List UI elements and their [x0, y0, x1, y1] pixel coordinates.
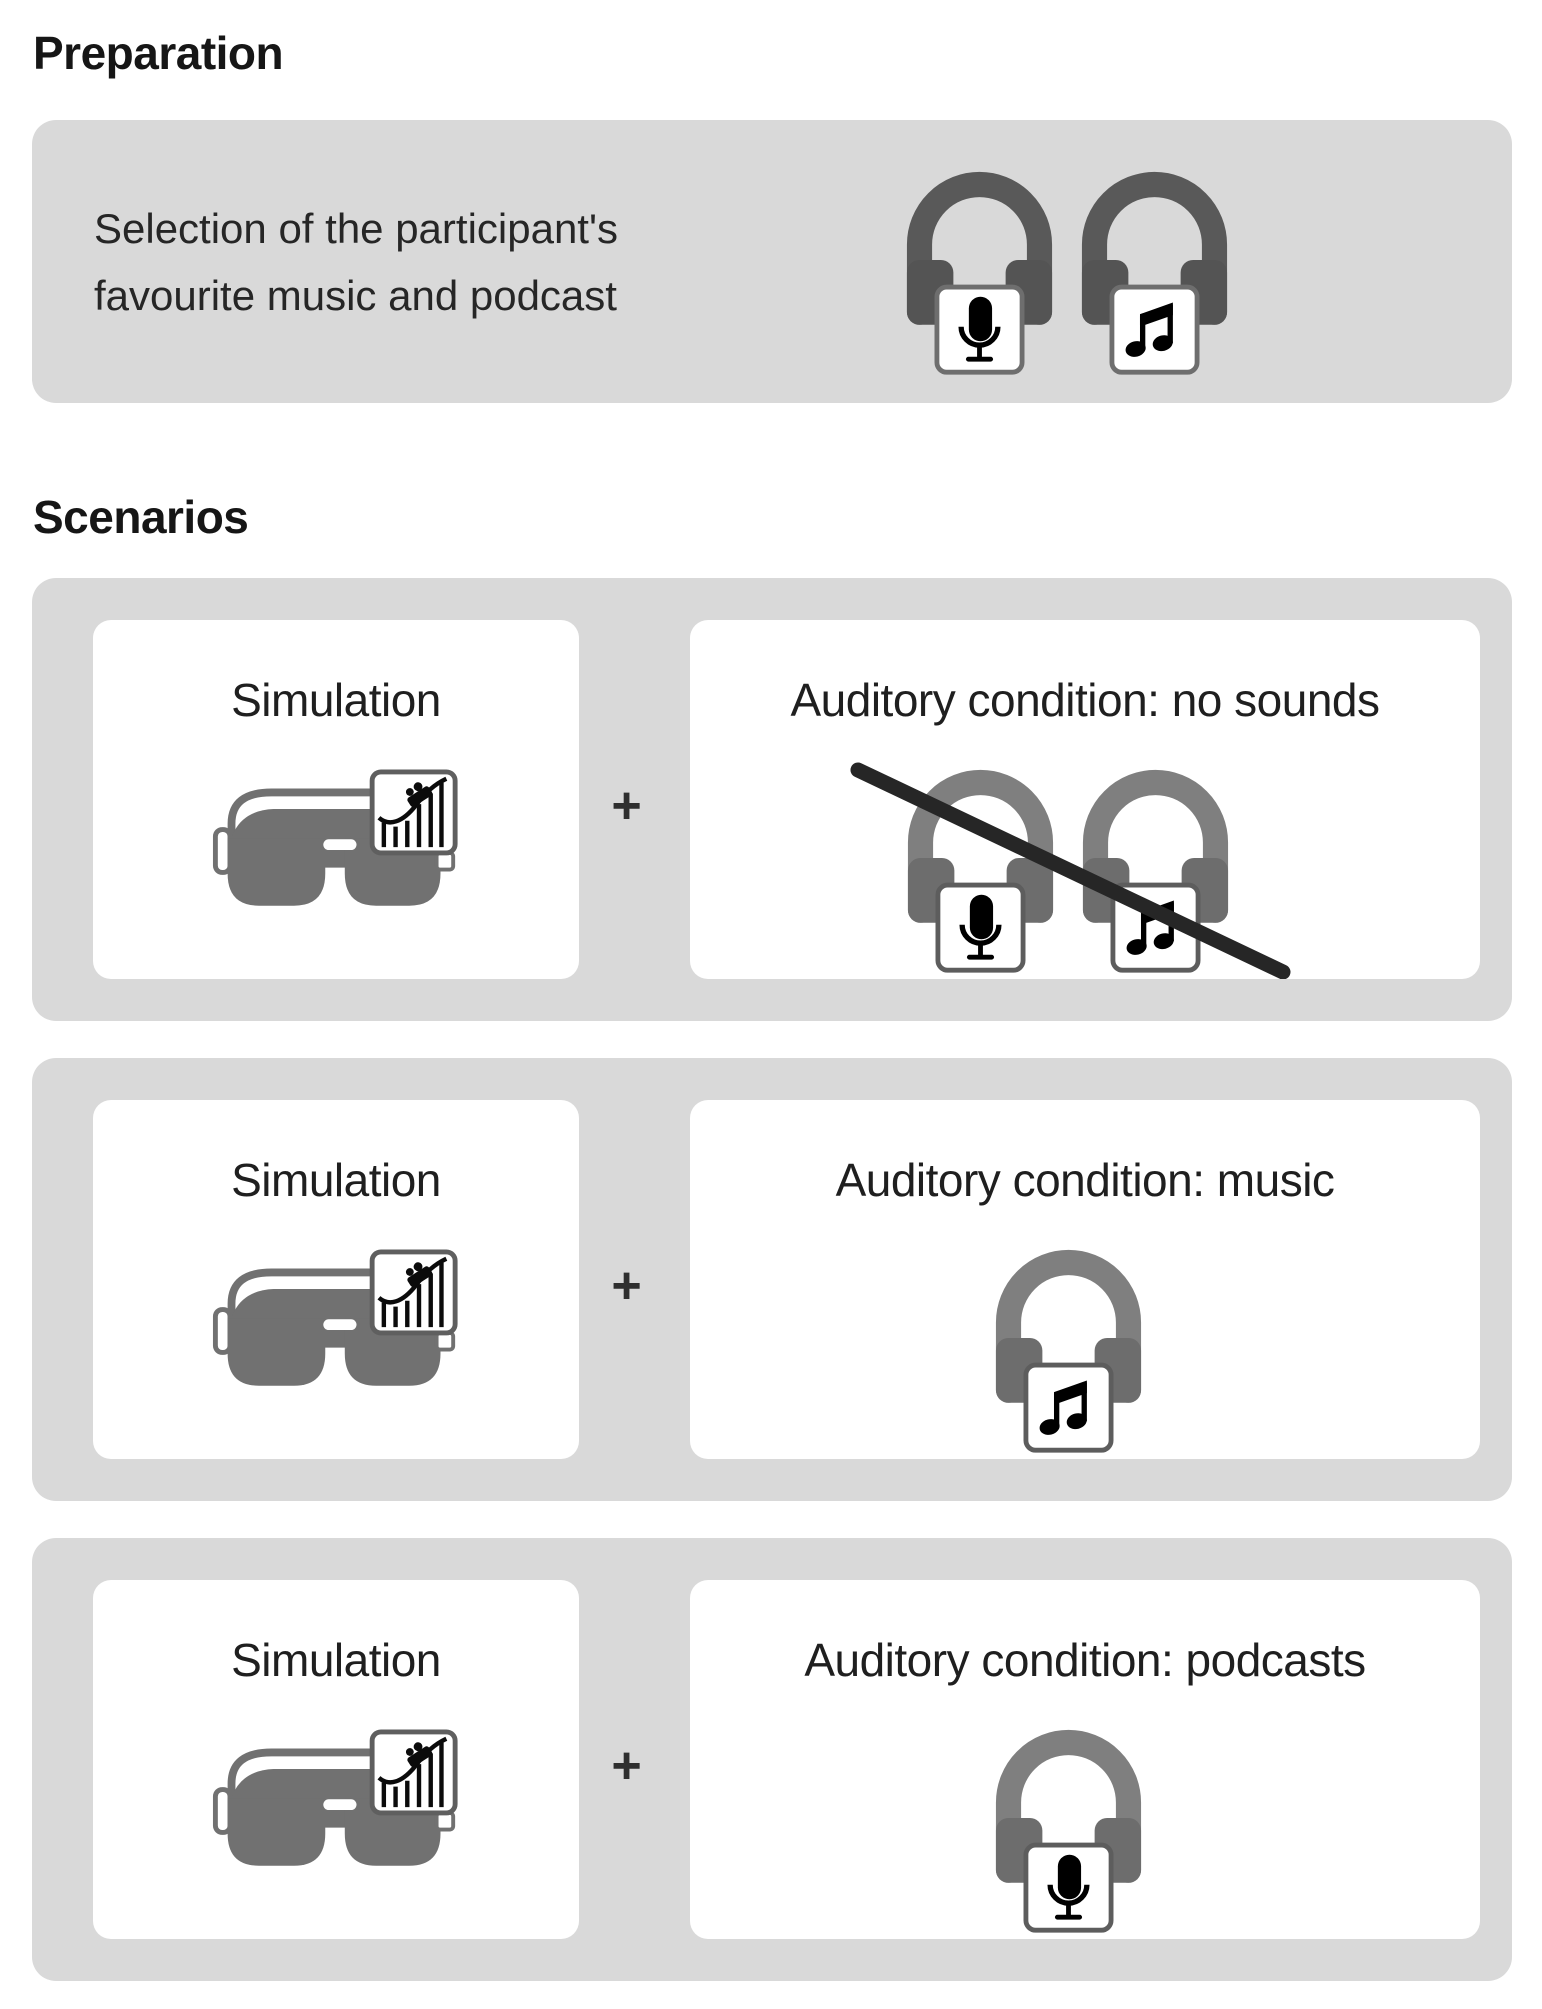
vr-headset-rollercoaster-icon	[211, 1728, 461, 1875]
headphones-podcast-icon	[905, 170, 1054, 377]
simulation-title: Simulation	[231, 1154, 441, 1206]
vr-headset-rollercoaster-icon	[211, 1248, 461, 1395]
auditory-condition-card: Auditory condition: podcasts	[690, 1580, 1480, 1939]
auditory-condition-title: Auditory condition: music	[835, 1154, 1335, 1206]
preparation-icons	[905, 170, 1229, 377]
condition-icons	[673, 1728, 1463, 1935]
scenario-row-podcasts: Simulation + Auditory condition: podcast…	[32, 1538, 1512, 1981]
headphones-podcast-icon	[906, 768, 1055, 975]
simulation-card: Simulation	[93, 1100, 579, 1459]
preparation-panel: Selection of the participant's favourite…	[32, 120, 1512, 403]
condition-icons	[673, 1248, 1463, 1455]
auditory-condition-title: Auditory condition: podcasts	[804, 1634, 1366, 1686]
plus-sign: +	[611, 1257, 642, 1315]
vr-headset-rollercoaster-icon	[211, 768, 461, 915]
preparation-heading: Preparation	[33, 27, 284, 79]
scenario-row-no-sounds: Simulation + Auditory condition: no soun…	[32, 578, 1512, 1021]
simulation-card: Simulation	[93, 1580, 579, 1939]
headphones-music-icon	[1081, 768, 1230, 975]
simulation-card: Simulation	[93, 620, 579, 979]
auditory-condition-card: Auditory condition: music	[690, 1100, 1480, 1459]
auditory-condition-card: Auditory condition: no sounds	[690, 620, 1480, 979]
auditory-condition-title: Auditory condition: no sounds	[790, 674, 1380, 726]
plus-sign: +	[611, 1737, 642, 1795]
scenarios-heading: Scenarios	[33, 491, 249, 543]
headphones-music-icon	[1080, 170, 1229, 377]
preparation-description: Selection of the participant's favourite…	[94, 204, 618, 319]
headphones-podcast-icon	[994, 1728, 1143, 1935]
plus-sign: +	[611, 777, 642, 835]
simulation-title: Simulation	[231, 1634, 441, 1686]
condition-icons	[673, 768, 1463, 975]
headphones-music-icon	[994, 1248, 1143, 1455]
simulation-title: Simulation	[231, 674, 441, 726]
scenario-row-music: Simulation + Auditory condition: music	[32, 1058, 1512, 1501]
